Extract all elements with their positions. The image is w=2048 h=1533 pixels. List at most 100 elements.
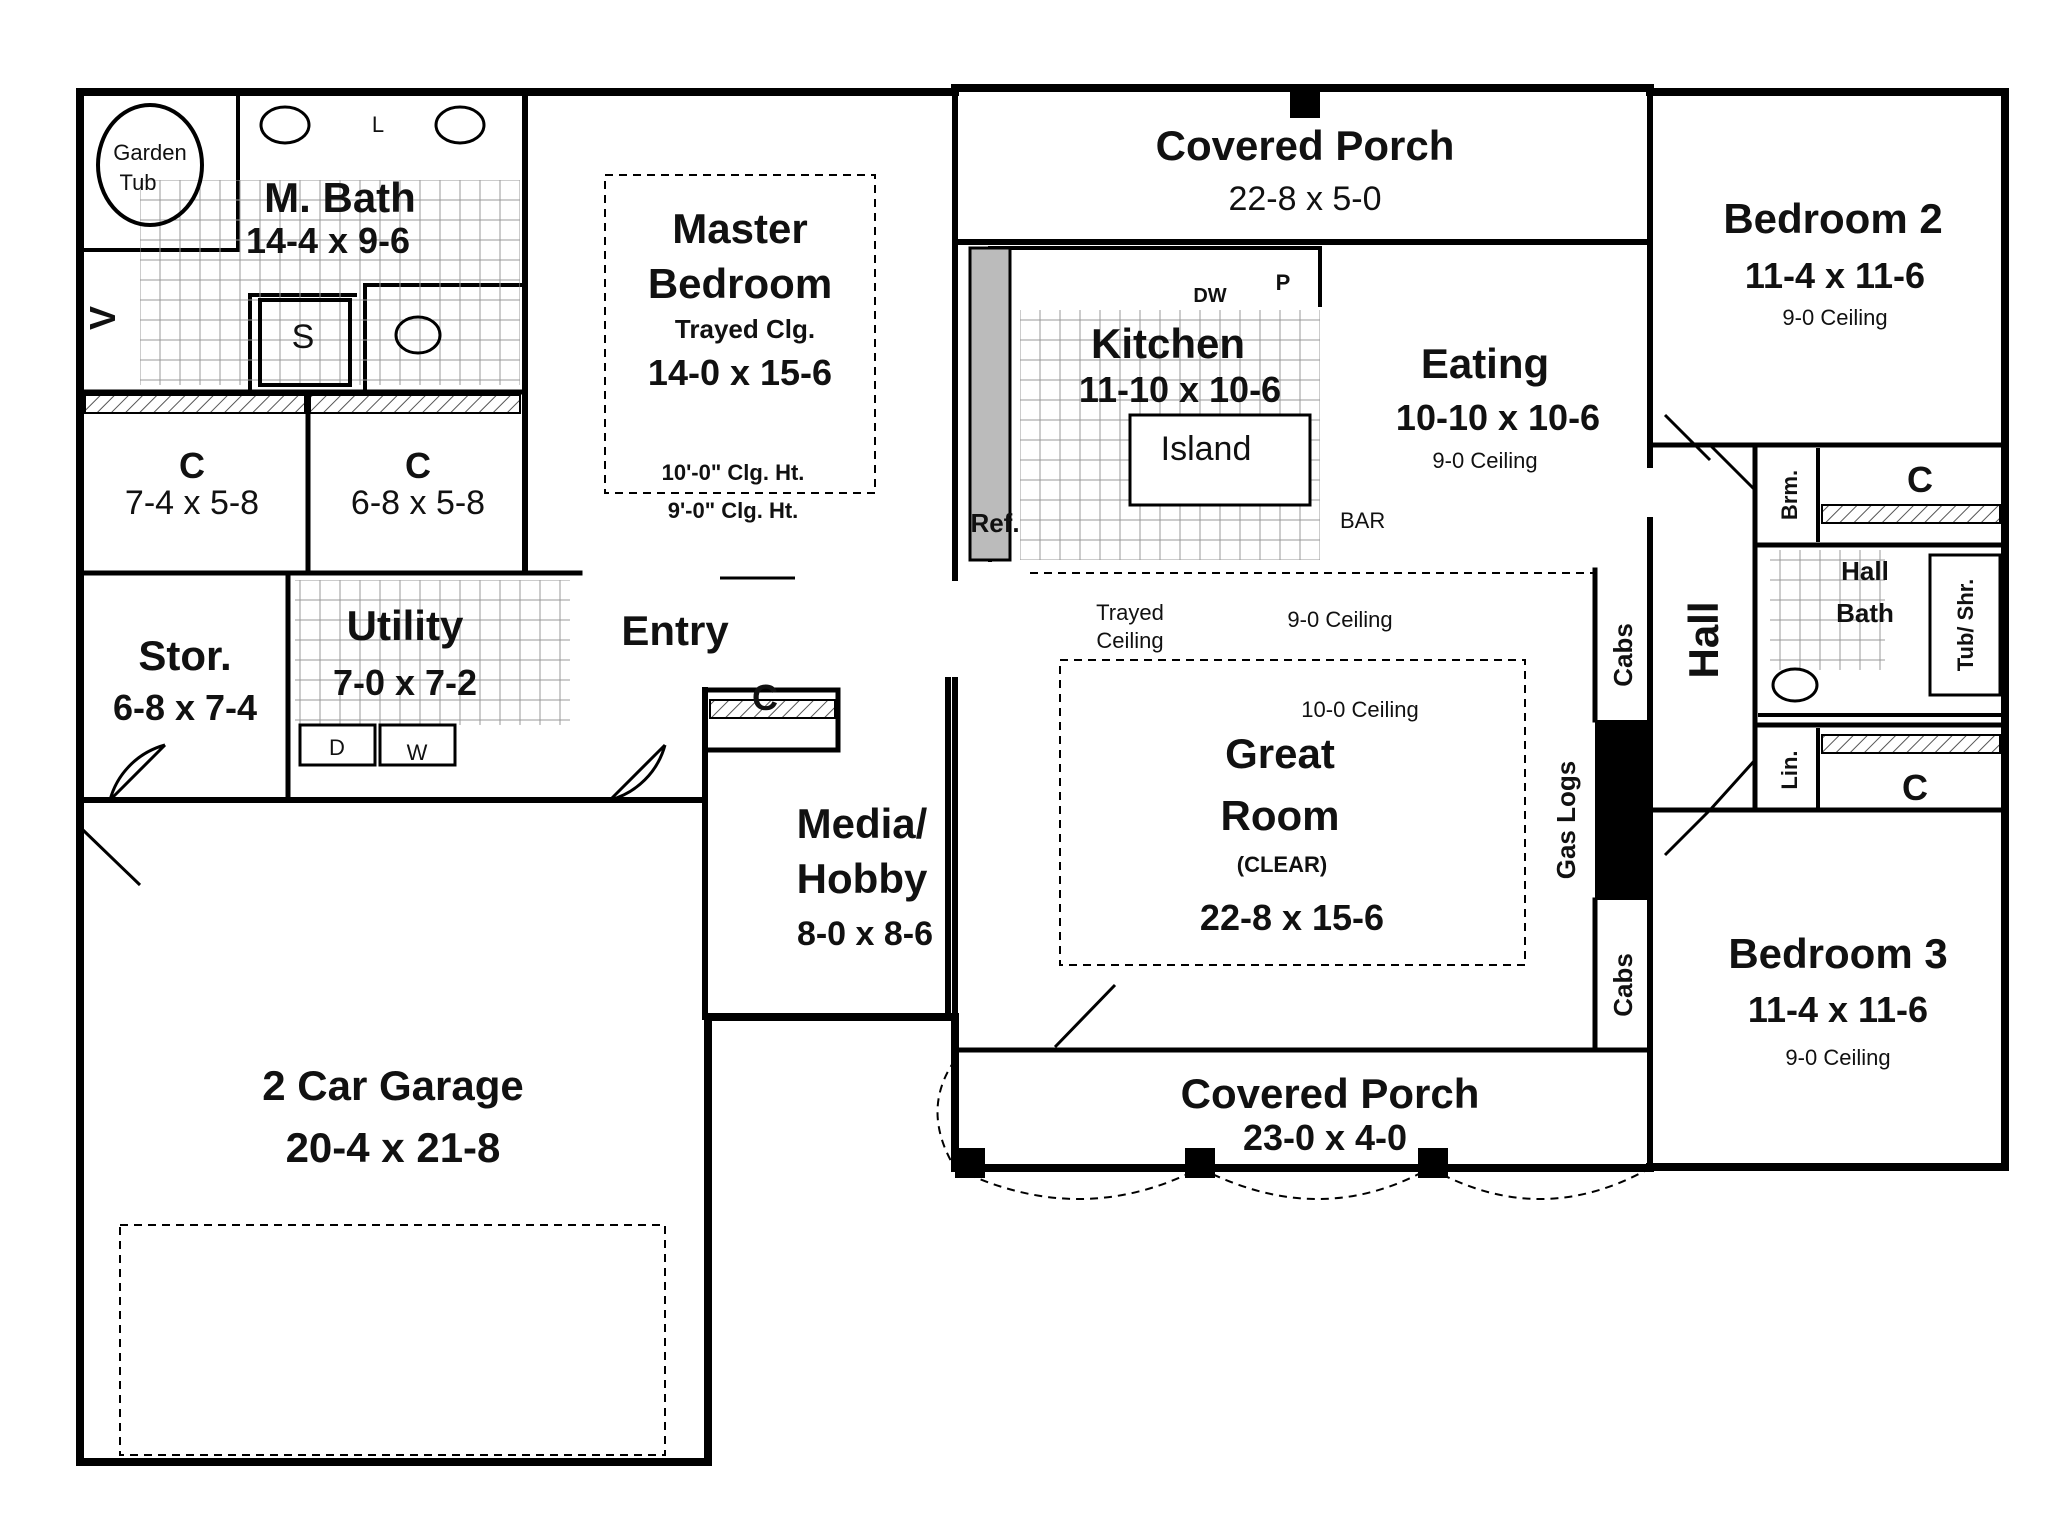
bedroom3-name: Bedroom 3 xyxy=(1728,930,1947,977)
garden-tub-label: Garden xyxy=(113,140,186,165)
garden-tub-label: Tub xyxy=(119,170,156,195)
eating-dim: 10-10 x 10-6 xyxy=(1396,397,1600,438)
garden-tub xyxy=(96,103,204,227)
exterior-wall xyxy=(76,88,712,1466)
gr-clg10: 10-0 Ceiling xyxy=(1301,697,1418,722)
door-swing xyxy=(1708,443,1757,492)
hall-label: Hall xyxy=(1680,601,1727,678)
porch-arc xyxy=(954,1167,1201,1200)
porch-post xyxy=(1418,1148,1448,1178)
porch-post xyxy=(1290,88,1320,118)
shower-label: S xyxy=(292,318,315,356)
closet1-dim: 7-4 x 5-8 xyxy=(125,484,259,522)
kitchen-name: Kitchen xyxy=(1091,320,1245,367)
hall-bath-line1: Hall xyxy=(1841,556,1889,586)
master-clg1: 10'-0" Clg. Ht. xyxy=(662,460,805,485)
vanity-label: V xyxy=(82,306,123,330)
closet-entry: C xyxy=(752,677,778,718)
hall-bath-line2: Bath xyxy=(1836,598,1894,628)
gr-name2: Room xyxy=(1221,792,1340,839)
door-swing xyxy=(1053,983,1117,1049)
bedroom3-ceiling: 9-0 Ceiling xyxy=(1785,1045,1890,1070)
door-swing xyxy=(608,743,667,802)
shower xyxy=(258,298,352,387)
cabs-upper: Cabs xyxy=(1608,623,1638,687)
hall-bath-sink xyxy=(1771,667,1819,703)
eating-ceiling: 9-0 Ceiling xyxy=(1432,448,1537,473)
bedroom2-dim: 11-4 x 11-6 xyxy=(1745,255,1925,296)
exterior-wall xyxy=(704,1013,1654,1172)
master-note: Trayed Clg. xyxy=(675,314,815,344)
door-swing xyxy=(1663,808,1712,857)
dryer xyxy=(298,723,377,767)
media-name2: Hobby xyxy=(797,855,928,902)
m-bath-name: M. Bath xyxy=(264,174,416,221)
gr-note: (CLEAR) xyxy=(1237,852,1327,877)
garage-name: 2 Car Garage xyxy=(262,1062,523,1109)
m-bath-dim: 14-4 x 9-6 xyxy=(246,220,410,261)
gr-dim: 22-8 x 15-6 xyxy=(1200,897,1384,938)
closet-rod xyxy=(309,394,521,414)
broom-label: Brm. xyxy=(1777,470,1802,520)
hallbath-tile xyxy=(1770,550,1885,670)
tub-shower xyxy=(1928,553,2002,697)
washer xyxy=(378,723,457,767)
gr-name1: Great xyxy=(1225,730,1335,777)
linen-label: Lin. xyxy=(1777,750,1802,789)
tub-shr-label: Tub/ Shr. xyxy=(1953,579,1978,671)
closet2-name: C xyxy=(405,445,431,486)
porch-bottom-name: Covered Porch xyxy=(1181,1070,1480,1117)
closet-rod xyxy=(1821,734,2001,754)
bedroom2-ceiling: 9-0 Ceiling xyxy=(1782,305,1887,330)
porch-arc xyxy=(1429,1167,1651,1200)
bedroom2-name: Bedroom 2 xyxy=(1723,195,1942,242)
master-clg2: 9'-0" Clg. Ht. xyxy=(668,498,799,523)
washer-label: W xyxy=(407,740,428,765)
door-swing xyxy=(1663,413,1712,462)
gr-clg9: 9-0 Ceiling xyxy=(1287,607,1392,632)
gr-trayed2: Ceiling xyxy=(1096,628,1163,653)
door-swing xyxy=(81,828,142,887)
utility-tile xyxy=(295,580,570,725)
utility-name: Utility xyxy=(347,602,464,649)
kitchen-island: Island xyxy=(1161,430,1252,468)
entry-label: Entry xyxy=(621,607,729,654)
media-dim: 8-0 x 8-6 xyxy=(797,915,933,953)
master-dim: 14-0 x 15-6 xyxy=(648,352,832,393)
sink xyxy=(259,105,311,145)
closet-rod xyxy=(1821,504,2001,524)
garage-door-outline xyxy=(119,1224,666,1456)
porch-post xyxy=(955,1148,985,1178)
master-name1: Master xyxy=(672,205,807,252)
kitchen-bar: BAR xyxy=(1340,508,1385,533)
closet2-dim: 6-8 x 5-8 xyxy=(351,484,485,522)
door-swing xyxy=(1708,758,1757,812)
garage-dim: 20-4 x 21-8 xyxy=(286,1124,501,1171)
porch-arc xyxy=(936,1059,956,1169)
great-room-tray-outline xyxy=(1059,659,1526,966)
closet1-name: C xyxy=(179,445,205,486)
island xyxy=(1128,413,1312,507)
closet-rod xyxy=(709,699,836,719)
porch-top-name: Covered Porch xyxy=(1156,122,1455,169)
porch-top-dim: 22-8 x 5-0 xyxy=(1228,180,1381,218)
kitchen-pantry: P xyxy=(1276,270,1291,295)
eating-name: Eating xyxy=(1421,340,1549,387)
porch-arc xyxy=(1199,1167,1431,1200)
porch-post xyxy=(1185,1148,1215,1178)
kitchen-ref: Ref. xyxy=(970,508,1019,538)
closet-b3: C xyxy=(1902,767,1928,808)
door-swing xyxy=(108,743,167,802)
master-name2: Bedroom xyxy=(648,260,832,307)
lav-label: L xyxy=(372,112,384,137)
stor-name: Stor. xyxy=(138,632,231,679)
gas-logs: Gas Logs xyxy=(1551,761,1581,879)
stor-dim: 6-8 x 7-4 xyxy=(113,687,257,728)
fireplace xyxy=(1595,720,1653,900)
dryer-label: D xyxy=(329,735,345,760)
toilet xyxy=(394,315,442,355)
kitchen-backsplash xyxy=(968,246,1012,562)
kitchen-dw: DW xyxy=(1193,285,1226,307)
media-name1: Media/ xyxy=(797,800,928,847)
